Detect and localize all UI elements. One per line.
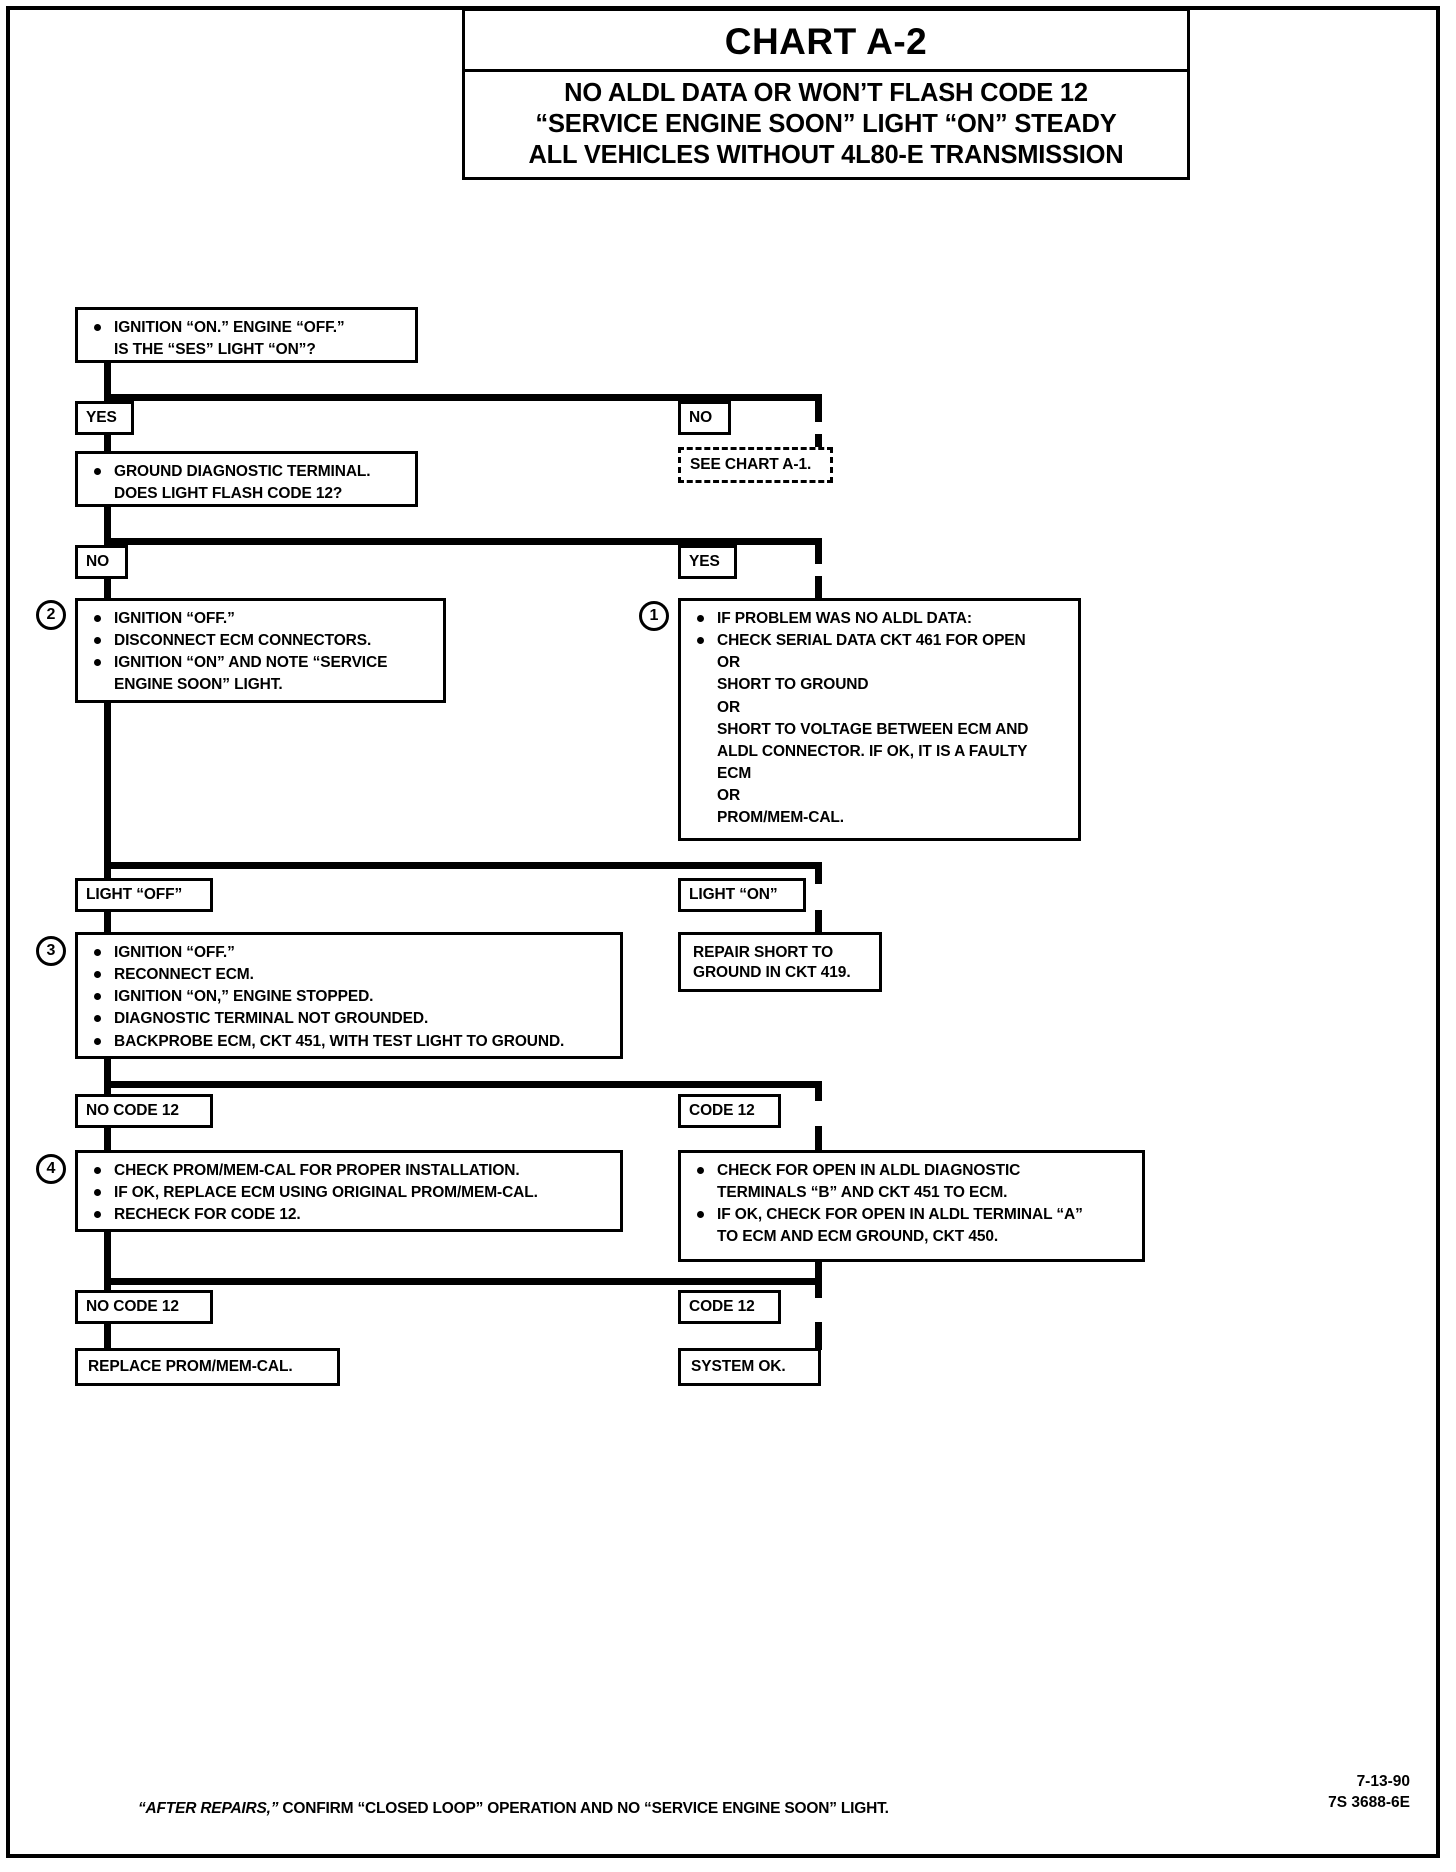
connector-light-on-to-repair — [815, 910, 822, 934]
connector-yes2-to-box1 — [815, 576, 822, 606]
connector-q1-down — [104, 361, 111, 401]
box1-cont-7: OR — [717, 787, 741, 805]
step-number-3: 3 — [36, 936, 66, 966]
connector-code12a-to-box — [815, 1126, 822, 1150]
connector-box2-down — [104, 700, 111, 868]
connector-split-2 — [104, 538, 822, 545]
connector-light-off-to-box3 — [104, 910, 111, 934]
connector-split-1 — [104, 394, 822, 401]
question-box-ground-diagnostic: GROUND DIAGNOSTIC TERMINAL. DOES LIGHT F… — [75, 451, 418, 507]
stamp-code: 7S 3688-6E — [1328, 1793, 1410, 1811]
chart-title-block: CHART A-2 NO ALDL DATA OR WON’T FLASH CO… — [462, 8, 1190, 180]
q1-line-1: IGNITION “ON.” ENGINE “OFF.” — [90, 318, 405, 338]
connector-to-light-on — [815, 862, 822, 884]
box1-cont-1: OR — [717, 654, 741, 672]
footer-note-italic: “AFTER REPAIRS,” — [138, 1800, 279, 1817]
code12-bullet-1: CHECK FOR OPEN IN ALDL DIAGNOSTIC — [693, 1161, 1132, 1181]
connector-split-5 — [104, 1278, 822, 1285]
connector-nocode12a-to-box4 — [104, 1126, 111, 1150]
connector-to-yes2 — [815, 538, 822, 564]
connector-code12box-down — [815, 1260, 822, 1278]
result-box-repair-short: REPAIR SHORT TO GROUND IN CKT 419. — [678, 932, 882, 992]
code12-bullet-2-cont: TO ECM AND ECM GROUND, CKT 450. — [717, 1228, 999, 1246]
box4-bullet-2: IF OK, REPLACE ECM USING ORIGINAL PROM/M… — [90, 1183, 610, 1203]
footer-note: “AFTER REPAIRS,” CONFIRM “CLOSED LOOP” O… — [138, 1800, 1058, 1818]
box3-bullet-1: IGNITION “OFF.” — [90, 943, 610, 963]
document-stamp: 7-13-90 7S 3688-6E — [1328, 1772, 1410, 1814]
connector-to-no1 — [815, 394, 822, 422]
step-number-4: 4 — [36, 1154, 66, 1184]
box1-bullet-1: IF PROBLEM WAS NO ALDL DATA: — [693, 609, 1068, 629]
connector-split-3 — [104, 862, 822, 869]
tag-no-1: NO — [678, 401, 731, 435]
connector-box4-down — [104, 1230, 111, 1298]
result-box-system-ok: SYSTEM OK. — [678, 1348, 821, 1386]
box3-bullet-4: DIAGNOSTIC TERMINAL NOT GROUNDED. — [90, 1009, 610, 1029]
q2-line-2: DOES LIGHT FLASH CODE 12? — [114, 485, 343, 503]
box3-bullet-3: IGNITION “ON,” ENGINE STOPPED. — [90, 987, 610, 1007]
chart-title: CHART A-2 — [724, 21, 928, 62]
box4-bullet-1: CHECK PROM/MEM-CAL FOR PROPER INSTALLATI… — [90, 1161, 610, 1181]
chart-subtitle-line-2: “SERVICE ENGINE SOON” LIGHT “ON” STEADY — [535, 109, 1117, 138]
action-box-1: IF PROBLEM WAS NO ALDL DATA: CHECK SERIA… — [678, 598, 1081, 841]
box1-cont-8: PROM/MEM-CAL. — [717, 809, 844, 827]
box4-bullet-3: RECHECK FOR CODE 12. — [90, 1205, 610, 1225]
box3-bullet-5: BACKPROBE ECM, CKT 451, WITH TEST LIGHT … — [90, 1032, 610, 1052]
box2-bullet-3-cont: ENGINE SOON” LIGHT. — [114, 676, 283, 694]
connector-to-code12-b — [815, 1278, 822, 1298]
connector-no2-to-box2 — [104, 576, 111, 606]
step-number-1: 1 — [639, 601, 669, 631]
tag-yes-1: YES — [75, 401, 134, 435]
repair-short-line-2: GROUND IN CKT 419. — [693, 964, 851, 982]
tag-no-2: NO — [75, 545, 128, 579]
code12-bullet-2: IF OK, CHECK FOR OPEN IN ALDL TERMINAL “… — [693, 1205, 1132, 1225]
tag-light-off: LIGHT “OFF” — [75, 878, 213, 912]
box2-bullet-3: IGNITION “ON” AND NOTE “SERVICE — [90, 653, 433, 673]
box1-cont-5: ALDL CONNECTOR. IF OK, IT IS A FAULTY — [717, 742, 1028, 760]
result-box-replace-prom: REPLACE PROM/MEM-CAL. — [75, 1348, 340, 1386]
code12-bullet-1-cont: TERMINALS “B” AND CKT 451 TO ECM. — [717, 1184, 1008, 1202]
footer-note-rest: CONFIRM “CLOSED LOOP” OPERATION AND NO “… — [278, 1800, 889, 1817]
box2-bullet-1: IGNITION “OFF.” — [90, 609, 433, 629]
action-box-2: IGNITION “OFF.” DISCONNECT ECM CONNECTOR… — [75, 598, 446, 703]
connector-q2-down — [104, 505, 111, 545]
tag-no-code-12-a: NO CODE 12 — [75, 1094, 213, 1128]
step-number-2: 2 — [36, 600, 66, 630]
stamp-date: 7-13-90 — [1356, 1773, 1410, 1790]
connector-code12b-to-systemok — [815, 1322, 822, 1350]
action-box-code-12: CHECK FOR OPEN IN ALDL DIAGNOSTIC TERMIN… — [678, 1150, 1145, 1262]
repair-short-line-1: REPAIR SHORT TO — [693, 944, 834, 961]
box1-cont-6: ECM — [717, 764, 752, 782]
chart-subtitle-line-1: NO ALDL DATA OR WON’T FLASH CODE 12 — [564, 78, 1088, 107]
connector-split-4 — [104, 1081, 822, 1088]
box3-bullet-2: RECONNECT ECM. — [90, 965, 610, 985]
box1-cont-4: SHORT TO VOLTAGE BETWEEN ECM AND — [717, 720, 1029, 738]
chart-subtitle: NO ALDL DATA OR WON’T FLASH CODE 12 “SER… — [465, 68, 1187, 171]
action-box-3: IGNITION “OFF.” RECONNECT ECM. IGNITION … — [75, 932, 623, 1059]
box1-cont-2: SHORT TO GROUND — [717, 676, 869, 694]
action-box-4: CHECK PROM/MEM-CAL FOR PROPER INSTALLATI… — [75, 1150, 623, 1232]
question-box-ignition-on: IGNITION “ON.” ENGINE “OFF.” IS THE “SES… — [75, 307, 418, 363]
box-see-chart-a1: SEE CHART A-1. — [678, 447, 833, 483]
tag-no-code-12-b: NO CODE 12 — [75, 1290, 213, 1324]
connector-to-code12-a — [815, 1081, 822, 1101]
tag-code-12-b: CODE 12 — [678, 1290, 781, 1324]
chart-subtitle-line-3: ALL VEHICLES WITHOUT 4L80-E TRANSMISSION — [528, 141, 1124, 170]
q2-line-1: GROUND DIAGNOSTIC TERMINAL. — [90, 462, 405, 482]
connector-to-light-off — [104, 862, 111, 884]
tag-light-on: LIGHT “ON” — [678, 878, 806, 912]
tag-yes-2: YES — [678, 545, 737, 579]
box2-bullet-2: DISCONNECT ECM CONNECTORS. — [90, 631, 433, 651]
box1-bullet-2: CHECK SERIAL DATA CKT 461 FOR OPEN — [693, 631, 1068, 651]
box1-cont-3: OR — [717, 698, 741, 716]
q1-line-2: IS THE “SES” LIGHT “ON”? — [114, 341, 316, 359]
connector-nocode12b-to-replace — [104, 1322, 111, 1350]
tag-code-12-a: CODE 12 — [678, 1094, 781, 1128]
